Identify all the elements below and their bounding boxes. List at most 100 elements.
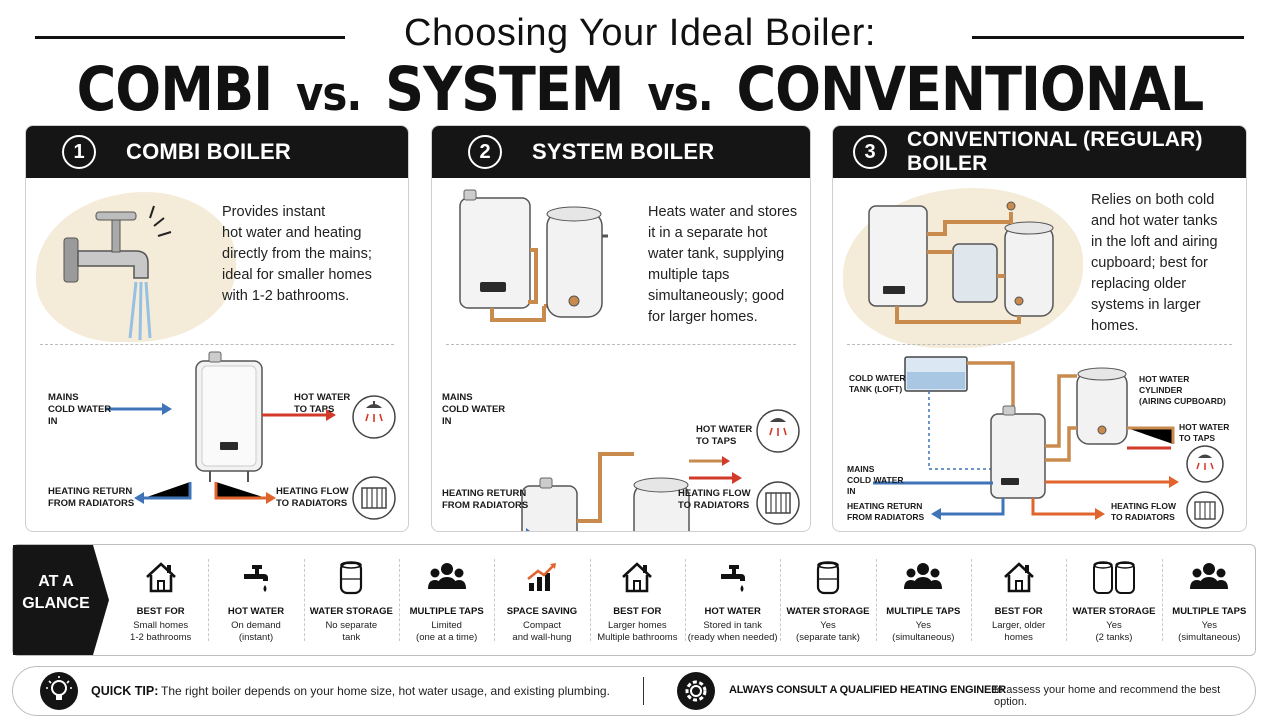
heating-return-arrow	[144, 482, 192, 500]
conventional-boiler-icon	[990, 405, 1046, 499]
glance-item-value: Limited(one at a time)	[399, 620, 494, 644]
shower-icon	[352, 395, 396, 439]
desc-line: systems in larger	[1091, 297, 1201, 313]
panel-title: SYSTEM BOILER	[532, 139, 715, 164]
glance-separator	[971, 559, 972, 641]
glance-item-line: (simultaneous)	[892, 632, 955, 643]
glance-item-line: (one at a time)	[416, 632, 478, 643]
system-boiler-illustration-icon	[459, 189, 608, 322]
glance-item-value: Yes(simultaneous)	[1162, 620, 1257, 644]
label-heating-return: HEATING RETURN FROM RADIATORS	[48, 486, 134, 510]
radiator-icon	[1186, 491, 1224, 529]
label-line: IN	[48, 416, 58, 427]
glance-item-line: Small homes	[133, 620, 189, 631]
tank-icon	[331, 557, 371, 602]
title-rule-right	[972, 36, 1244, 39]
panel-divider	[40, 344, 394, 345]
glance-item: HOT WATER Stored in tank(ready when neede…	[685, 545, 780, 655]
label-line: TO RADIATORS	[276, 498, 348, 509]
label-line: FROM RADIATORS	[442, 500, 529, 511]
label-line: TANK (LOFT)	[849, 384, 903, 394]
badge-line: GLANCE	[22, 595, 90, 612]
glance-item-line: Yes	[820, 620, 836, 631]
label-line: FROM RADIATORS	[48, 498, 135, 509]
label-line: HOT WATER	[1179, 422, 1230, 432]
label-line: TO TAPS	[294, 404, 335, 415]
consult-text: to assess your home and recommend the be…	[994, 684, 1221, 708]
desc-line: homes.	[1091, 318, 1139, 334]
desc-line: cupboard; best for	[1091, 255, 1208, 271]
glance-item-title: BEST FOR	[136, 606, 185, 617]
cold-water-tank-icon	[904, 356, 968, 392]
label-line: (AIRING CUPBOARD)	[1139, 396, 1226, 406]
label-line: MAINS	[847, 464, 875, 474]
title-rule-left	[35, 36, 345, 39]
panel-combi: 1 COMBI BOILER	[25, 125, 409, 532]
panel-description: Heats water and stores it in a separate …	[648, 202, 797, 328]
glance-item-title: HOT WATER	[227, 606, 285, 617]
label-line: HEATING RETURN	[48, 486, 133, 497]
label-mains: MAINS COLD WATER IN	[847, 464, 904, 497]
glance-item-value: Yes(separate tank)	[780, 620, 875, 644]
people-icon	[1187, 557, 1231, 602]
glance-separator	[1161, 559, 1163, 641]
desc-line: with 1-2 bathrooms.	[222, 288, 350, 304]
title-vs-1: vs.	[296, 66, 362, 122]
label-line: HEATING RETURN	[442, 488, 527, 499]
quick-tip-label: QUICK TIP:	[91, 684, 159, 698]
gear-icon	[677, 672, 715, 710]
panel-header-system: 2 SYSTEM BOILER	[432, 126, 810, 178]
desc-line: it in a separate hot	[648, 225, 768, 241]
glance-separator	[780, 559, 782, 641]
glance-item-line: Larger, older	[991, 620, 1046, 631]
desc-line: in the loft and airing	[1091, 234, 1218, 250]
glance-item-title: HOT WATER	[704, 606, 761, 617]
label-line: MAINS	[442, 392, 473, 403]
quick-tip-text: The right boiler depends on your home si…	[161, 684, 610, 698]
glance-item-line: Larger homes	[608, 620, 667, 631]
glance-item-line: (2 tanks)	[1095, 632, 1133, 643]
house-icon	[999, 557, 1039, 602]
label-line: HOT WATER	[696, 424, 753, 435]
page-subtitle: Choosing Your Ideal Boiler:	[404, 12, 876, 54]
footer-divider	[643, 677, 644, 705]
label-mains: MAINS COLD WATER IN	[48, 392, 111, 428]
header: Choosing Your Ideal Boiler:	[0, 8, 1280, 58]
glance-item-line: homes	[1004, 632, 1033, 643]
hot-water-tank-icon	[633, 477, 690, 531]
label-cylinder: HOT WATER CYLINDER (AIRING CUPBOARD)	[1139, 374, 1226, 407]
desc-line: directly from the mains;	[222, 246, 372, 262]
glance-item-line: Stored in tank	[703, 620, 762, 631]
glance-item-title: BEST FOR	[613, 606, 662, 617]
glance-item-line: (instant)	[238, 632, 274, 643]
footer-bar: QUICK TIP: The right boiler depends on y…	[12, 666, 1256, 716]
house-icon	[141, 557, 181, 602]
system-scene	[459, 189, 800, 531]
glance-item-value: On demand(instant)	[208, 620, 303, 644]
label-hot-water: HOT WATER TO TAPS	[696, 424, 752, 448]
label-line: COLD WATER	[48, 404, 112, 415]
glance-item-line: (simultaneous)	[1178, 632, 1241, 643]
label-line: TO RADIATORS	[1111, 512, 1175, 522]
tap-icon	[236, 557, 276, 602]
tap-icon	[713, 557, 753, 602]
glance-item-value: Stored in tank(ready when needed)	[685, 620, 780, 644]
desc-line: replacing older	[1091, 276, 1187, 292]
title-conventional: CONVENTIONAL	[736, 54, 1205, 125]
panel-system: 2 SYSTEM BOILER	[431, 125, 811, 532]
desc-line: Heats water and stores	[648, 204, 798, 220]
label-cold-tank: COLD WATER TANK (LOFT)	[849, 373, 906, 395]
at-a-glance-badge	[13, 545, 109, 655]
panel-description: Relies on both cold and hot water tanks …	[1091, 190, 1218, 337]
desc-line: simultaneously; good	[648, 288, 785, 304]
conventional-illustration-icon	[868, 201, 1054, 324]
tank-icon	[808, 557, 848, 602]
